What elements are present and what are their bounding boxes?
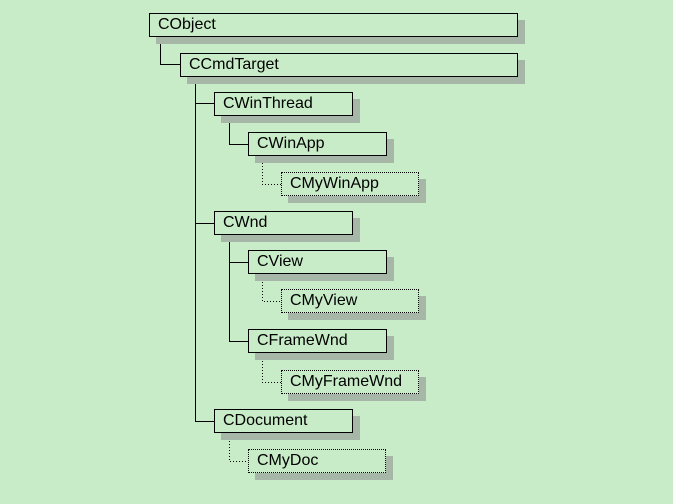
node-label: CWinApp <box>257 135 325 152</box>
node-ccmdtarget: CCmdTarget <box>180 53 518 77</box>
node-cmydoc: CMyDoc <box>248 449 386 473</box>
connector-cobject-ccmdtarget <box>160 37 180 65</box>
connector-cview-cmyview <box>262 276 281 302</box>
node-label: CFrameWnd <box>257 332 348 349</box>
node-label: CDocument <box>223 412 308 429</box>
node-label: CWinThread <box>223 95 313 112</box>
node-label: CMyWinApp <box>290 175 379 192</box>
node-cview: CView <box>248 250 387 274</box>
node-cframewnd: CFrameWnd <box>248 329 387 353</box>
connector-cwinapp-cmywinapp <box>262 157 281 185</box>
connector-cwnd-trunk <box>229 237 248 342</box>
node-label: CMyView <box>290 292 358 309</box>
node-cmyview: CMyView <box>281 289 419 313</box>
node-label: CMyFrameWnd <box>290 373 403 390</box>
node-cwinthread: CWinThread <box>214 92 353 116</box>
node-cdocument: CDocument <box>214 409 353 433</box>
connector-cwinthread-cwinapp <box>229 116 248 145</box>
node-label: CView <box>257 253 303 270</box>
node-cmyframewnd: CMyFrameWnd <box>281 370 419 394</box>
node-cwinapp: CWinApp <box>248 132 387 156</box>
connector-cdocument-cmydoc <box>229 435 248 462</box>
node-cwnd: CWnd <box>214 211 353 235</box>
node-cobject: CObject <box>149 13 518 37</box>
node-label: CMyDoc <box>257 452 319 469</box>
node-label: CObject <box>158 16 216 33</box>
node-label: CCmdTarget <box>189 56 279 73</box>
connector-ccmdtarget-trunk <box>195 78 214 422</box>
node-label: CWnd <box>223 214 268 231</box>
node-cmywinapp: CMyWinApp <box>281 172 419 196</box>
connector-cframewnd-cmyframewnd <box>262 355 281 383</box>
